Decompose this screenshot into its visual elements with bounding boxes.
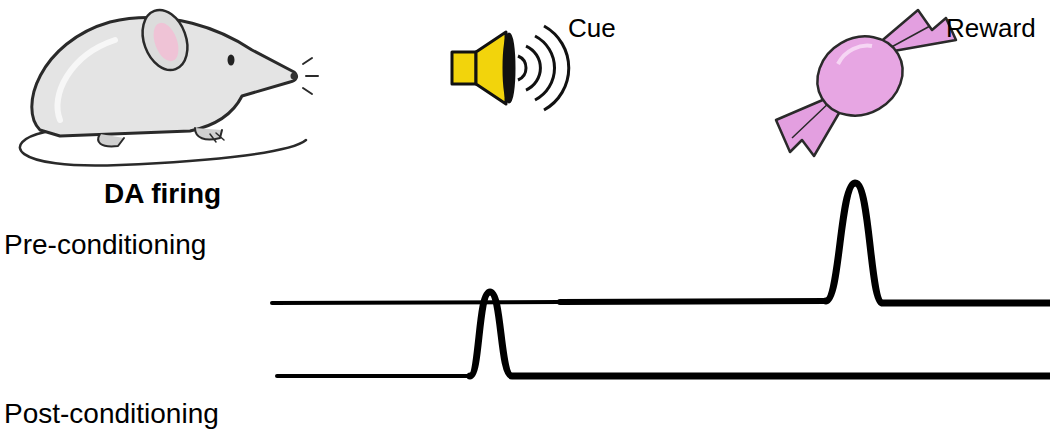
reward-label: Reward — [946, 14, 1036, 44]
axis-heading: DA firing — [104, 178, 221, 210]
firing-traces — [272, 183, 1050, 376]
mouse-illustration — [20, 4, 318, 166]
row-label: Post-conditioning — [4, 398, 219, 430]
speaker-icon — [452, 26, 569, 110]
row-label: Pre-conditioning — [4, 229, 206, 261]
candy-icon — [776, 10, 956, 156]
cue-label: Cue — [568, 14, 616, 44]
